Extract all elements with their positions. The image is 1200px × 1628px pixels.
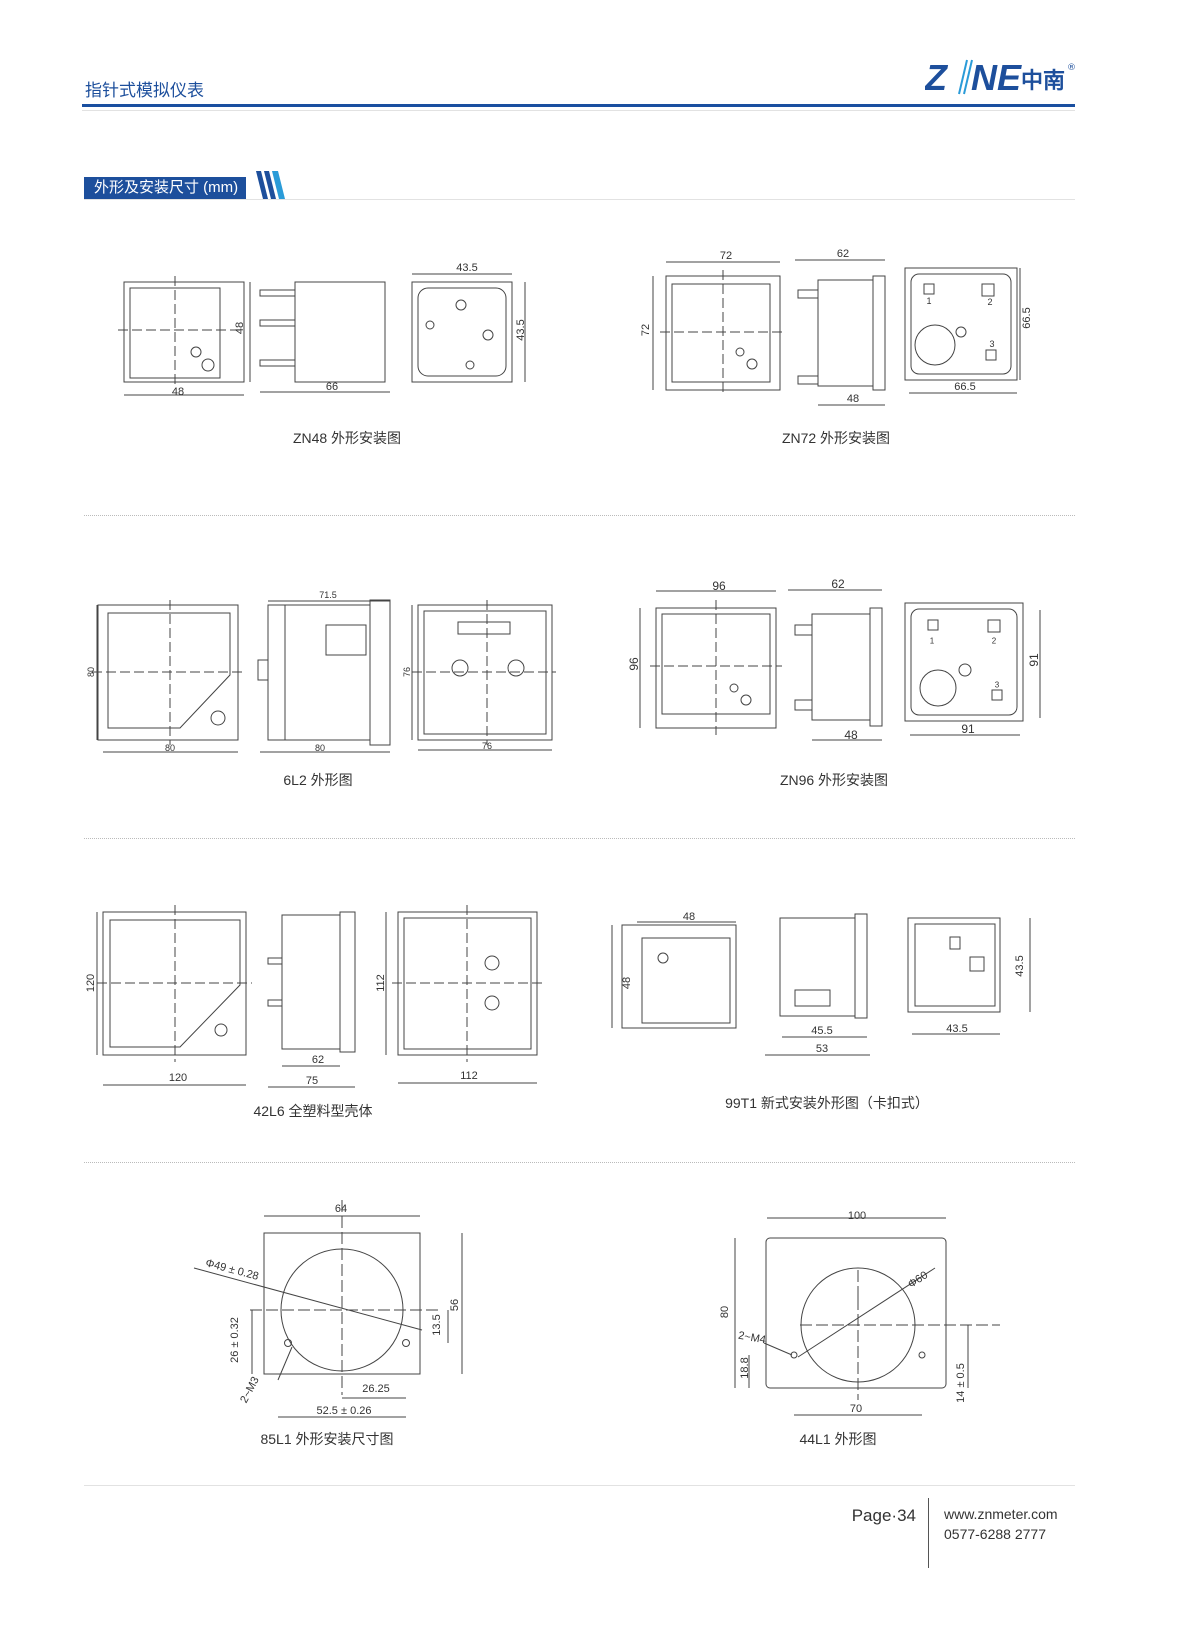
caption-99t1: 99T1 新式安装外形图（卡扣式） [725, 1095, 929, 1111]
dim-label: 76 [402, 666, 412, 678]
dim-label: 80 [86, 666, 96, 678]
dim-label: 66 [325, 381, 339, 393]
dim-label: 71.5 [319, 590, 337, 600]
terminal-label: 1 [926, 296, 932, 306]
dim-label: 70 [849, 1403, 863, 1415]
dim-label: 26 ± 0.32 [229, 1317, 241, 1363]
42l6-drawing [96, 905, 543, 1088]
dim-label: 80 [314, 743, 326, 753]
dim-label: 120 [168, 1072, 188, 1084]
dim-label: 56 [449, 1298, 461, 1312]
dim-label: 48 [846, 393, 860, 405]
zn72-drawing [652, 259, 1021, 406]
footer-url[interactable]: www.znmeter.com [944, 1506, 1058, 1522]
dim-label: 26.25 [362, 1383, 390, 1395]
dim-label: 43.5 [515, 319, 527, 341]
dim-label: 43.5 [1014, 955, 1026, 977]
dim-label: 14 ± 0.5 [955, 1363, 967, 1403]
dim-label: 45.5 [811, 1025, 833, 1037]
terminal-label: 3 [989, 339, 995, 349]
header-rule [82, 104, 1075, 107]
caption-44l1: 44L1 外形图 [799, 1431, 877, 1447]
divider [84, 838, 1075, 839]
divider [84, 1162, 1075, 1163]
footer-phone: 0577-6288 2777 [944, 1526, 1046, 1542]
terminal-label: 1 [929, 636, 935, 646]
dim-label: 43.5 [456, 262, 478, 274]
caption-42l6: 42L6 全塑料型壳体 [253, 1103, 373, 1119]
caption-85l1: 85L1 外形安装尺寸图 [260, 1431, 394, 1447]
zn48-drawing [118, 273, 526, 396]
dim-label: 96 [712, 579, 726, 593]
dim-label: 62 [831, 577, 845, 591]
header-rule-light [82, 110, 1075, 111]
dim-label: 112 [460, 1070, 478, 1082]
terminal-label: 3 [994, 680, 1000, 690]
svg-text:NE: NE [971, 58, 1022, 98]
terminal-label: 2 [991, 636, 997, 646]
footer-rule [84, 1485, 1075, 1486]
brand-logo: Z NE 中南 ® [924, 57, 1076, 98]
dim-label: 43.5 [946, 1023, 968, 1035]
dim-label: 80 [719, 1305, 731, 1319]
dim-label: 91 [1027, 653, 1041, 667]
dim-label: 72 [719, 250, 733, 262]
page-number: Page·34 [851, 1506, 916, 1525]
dim-label: 48 [682, 911, 696, 923]
dim-label: 48 [171, 386, 185, 398]
dim-label: 96 [627, 657, 641, 671]
svg-text:Z: Z [925, 58, 949, 98]
dim-label: 48 [621, 976, 633, 990]
section-rule [84, 199, 1075, 200]
zn96-drawing [639, 589, 1041, 741]
dim-label: 53 [815, 1043, 829, 1055]
dim-label: 48 [844, 728, 858, 742]
dim-label: 72 [640, 323, 652, 337]
divider [84, 515, 1075, 516]
dim-label: 64 [334, 1203, 348, 1215]
caption-zn96: ZN96 外形安装图 [779, 772, 889, 788]
dim-label: 48 [234, 321, 246, 335]
dim-label: 91 [961, 722, 975, 736]
dim-label: 66.5 [954, 381, 976, 393]
caption-zn48: ZN48 外形安装图 [292, 430, 402, 446]
dim-label: 66.5 [1021, 307, 1033, 329]
svg-text:中南: 中南 [1021, 69, 1065, 94]
6l2-drawing [92, 599, 556, 753]
85l1-drawing [193, 1200, 463, 1418]
footer-divider [928, 1498, 929, 1568]
svg-text:®: ® [1067, 63, 1075, 73]
caption-zn72: ZN72 外形安装图 [781, 430, 891, 446]
dim-label: 75 [305, 1075, 319, 1087]
dim-label: 112 [375, 974, 387, 992]
header-title: 指针式模拟仪表 [85, 81, 204, 100]
dim-label: 76 [481, 741, 493, 751]
section-stripes-icon [256, 171, 285, 199]
dim-label: 62 [311, 1054, 325, 1066]
section-title: 外形及安装尺寸 (mm) [84, 177, 247, 199]
dim-label: 120 [85, 973, 97, 993]
dim-label: 52.5 ± 0.26 [316, 1405, 372, 1417]
dim-label: 13.5 [431, 1314, 443, 1336]
dim-label: 18.8 [739, 1357, 751, 1379]
dim-label: 62 [836, 248, 850, 260]
dim-label: 80 [164, 743, 176, 753]
terminal-label: 2 [987, 297, 993, 307]
caption-6l2: 6L2 外形图 [283, 772, 353, 788]
dim-label: 100 [847, 1210, 867, 1222]
99t1-drawing [611, 913, 1031, 1056]
44l1-drawing [734, 1217, 1000, 1416]
